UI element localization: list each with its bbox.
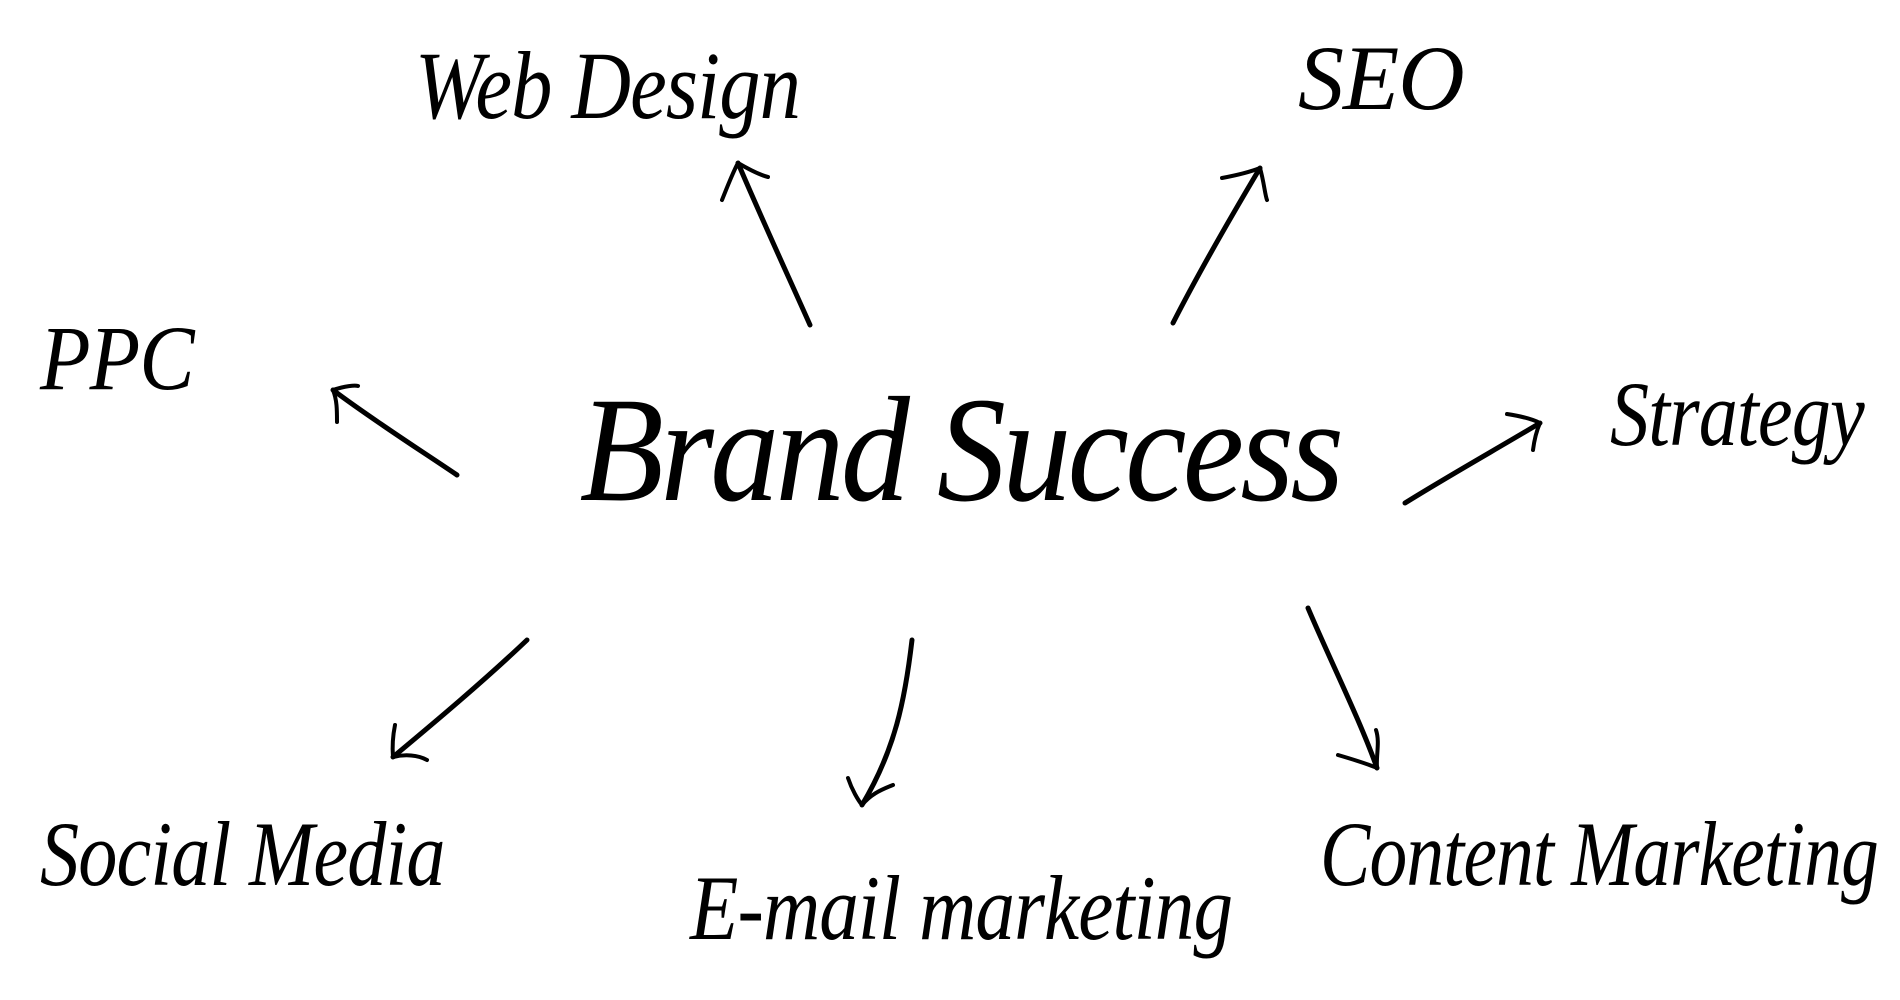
arrow-to-social-media-icon [390,637,530,762]
arrow-to-content-marketing-icon [1305,605,1380,771]
node-seo: SEO [1298,27,1465,129]
arrow-to-seo-icon [1170,165,1269,326]
node-ppc: PPC [40,307,195,409]
arrow-to-ppc-icon [330,383,460,478]
node-social-media: Social Media [40,803,445,905]
node-strategy: Strategy [1610,363,1865,465]
arrow-to-web-design-icon [720,160,813,328]
node-email-marketing: E-mail marketing [690,857,1233,959]
central-topic: Brand Success [579,367,1345,533]
arrow-to-strategy-icon [1402,412,1543,506]
node-web-design: Web Design [415,32,801,139]
arrow-to-email-marketing-icon [846,637,915,808]
node-content-marketing: Content Marketing [1320,803,1879,905]
